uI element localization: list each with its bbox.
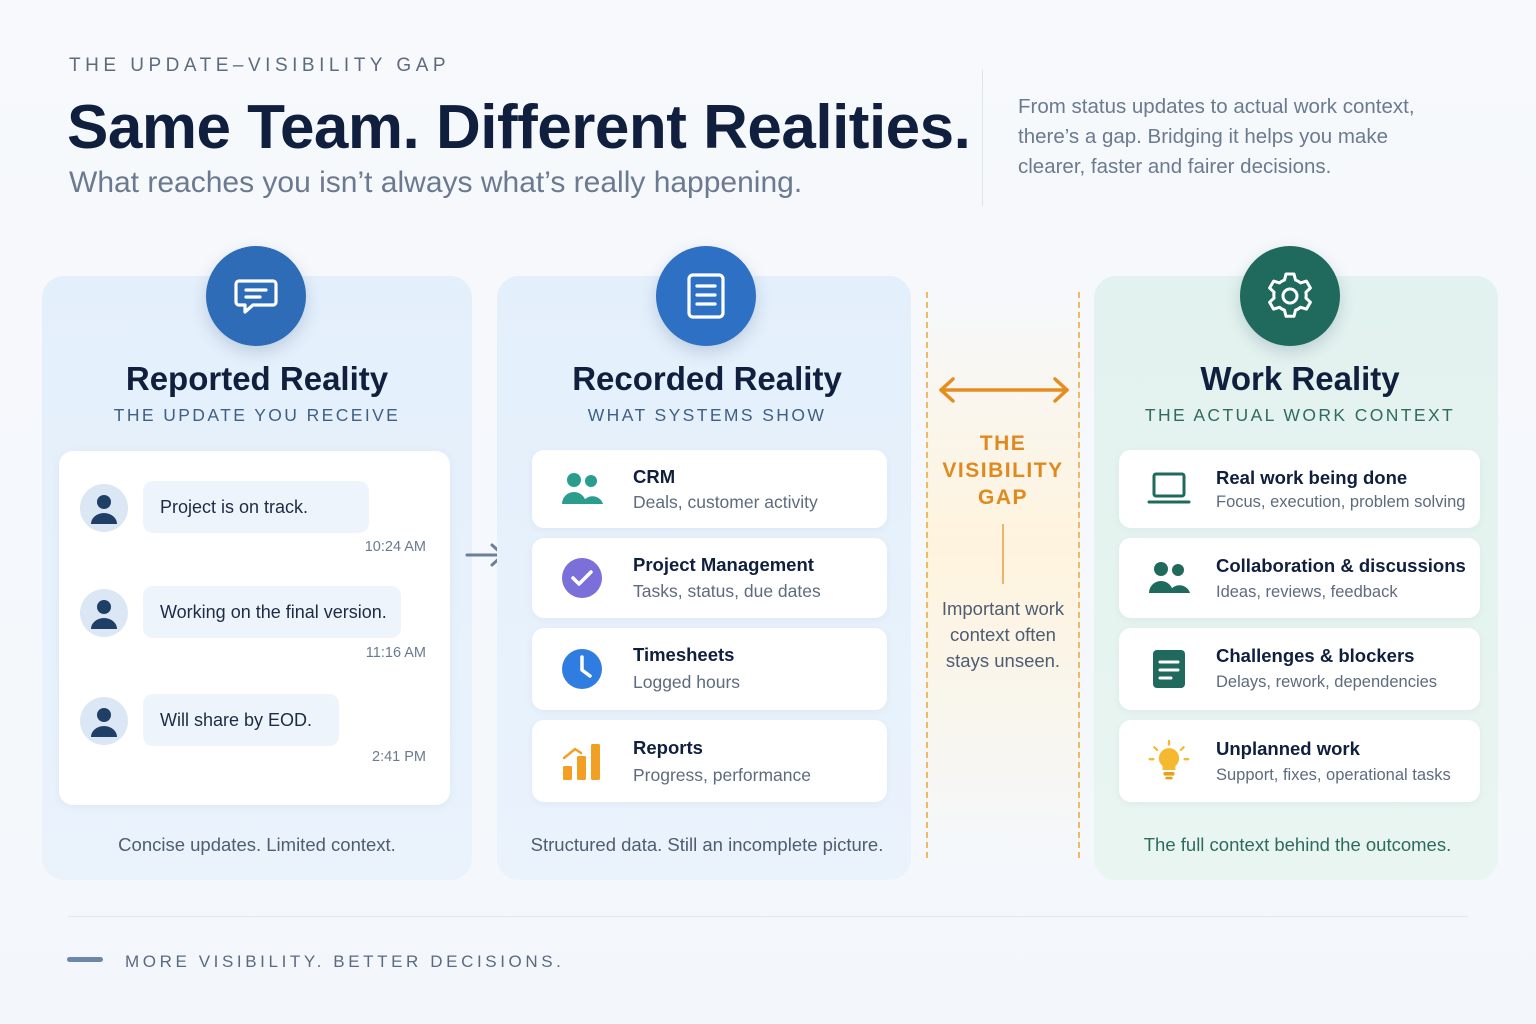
system-card-reports: Reports Progress, performance <box>532 720 887 802</box>
reported-caption: Concise updates. Limited context. <box>118 834 396 855</box>
work-card-title: Collaboration & discussions <box>1216 555 1466 576</box>
work-reality-title: Work Reality <box>1200 360 1400 397</box>
system-card-desc: Deals, customer activity <box>633 492 818 512</box>
avatar <box>80 697 128 745</box>
avatar <box>80 484 128 532</box>
work-card-desc: Focus, execution, problem solving <box>1216 493 1466 511</box>
list-document-icon <box>1147 647 1191 691</box>
gap-dashed-line-right <box>1078 292 1080 858</box>
bar-chart-icon <box>560 739 604 783</box>
work-card-unplanned: Unplanned work Support, fixes, operation… <box>1119 720 1480 802</box>
message-bubble: Working on the final version. <box>143 586 401 638</box>
laptop-icon <box>1147 467 1191 511</box>
system-card-desc: Logged hours <box>633 672 741 692</box>
intro-text: From status updates to actual work conte… <box>1018 95 1415 178</box>
reported-reality-title: Reported Reality <box>125 360 389 397</box>
page-title: Same Team. Different Realities. <box>67 93 971 162</box>
work-card-challenges: Challenges & blockers Delays, rework, de… <box>1119 628 1480 710</box>
double-arrow-icon <box>937 376 1071 409</box>
message-bubble: Project is on track. <box>143 481 369 533</box>
system-card-timesheets: Timesheets Logged hours <box>532 628 887 710</box>
system-card-desc: Tasks, status, due dates <box>633 581 821 601</box>
system-card-title: Reports <box>633 737 703 758</box>
reported-reality-subtitle: THE UPDATE YOU RECEIVE <box>113 405 401 425</box>
work-caption: The full context behind the outcomes. <box>1143 834 1452 855</box>
system-card-title: CRM <box>633 466 676 487</box>
message-time: 11:16 AM <box>365 645 426 661</box>
work-reality-subtitle: THE ACTUAL WORK CONTEXT <box>1144 405 1456 425</box>
system-card-title: Project Management <box>633 554 814 575</box>
gap-dashed-line-left <box>926 292 928 858</box>
message-time: 10:24 AM <box>364 539 426 555</box>
recorded-caption: Structured data. Still an incomplete pic… <box>530 834 884 855</box>
avatar <box>80 589 128 637</box>
footer-accent-bar <box>67 957 103 962</box>
system-card-title: Timesheets <box>633 644 735 665</box>
page-subtitle: What reaches you isn’t always what’s rea… <box>69 166 803 199</box>
visibility-gap-title: THE VISIBILITY GAP <box>926 430 1080 511</box>
message-bubble: Will share by EOD. <box>143 694 339 746</box>
chat-messages-box: Project is on track. 10:24 AM Working on… <box>59 451 450 805</box>
lightbulb-icon <box>1147 739 1191 783</box>
recorded-reality-title: Recorded Reality <box>572 360 842 397</box>
work-card-collaboration: Collaboration & discussions Ideas, revie… <box>1119 538 1480 618</box>
users-icon <box>560 467 604 511</box>
message-time: 2:41 PM <box>372 749 426 765</box>
work-card-desc: Support, fixes, operational tasks <box>1216 766 1451 784</box>
visibility-gap-text: Important work context often stays unsee… <box>941 598 1065 671</box>
system-card-project-management: Project Management Tasks, status, due da… <box>532 538 887 618</box>
chat-icon <box>206 246 306 346</box>
gap-title-line: THE <box>979 432 1027 455</box>
footer-tagline: MORE VISIBILITY. BETTER DECISIONS. <box>125 952 565 971</box>
gap-title-line: VISIBILITY <box>942 459 1064 482</box>
check-circle-icon <box>560 556 604 600</box>
users-icon <box>1147 556 1191 600</box>
gap-title-line: GAP <box>977 486 1028 509</box>
work-card-title: Real work being done <box>1216 467 1408 488</box>
system-card-desc: Progress, performance <box>633 765 811 785</box>
work-card-real-work: Real work being done Focus, execution, p… <box>1119 450 1480 528</box>
work-card-desc: Ideas, reviews, feedback <box>1216 583 1398 601</box>
gear-icon <box>1240 246 1340 346</box>
work-card-title: Challenges & blockers <box>1216 645 1415 666</box>
header-divider <box>982 70 983 206</box>
footer-divider <box>68 916 1468 917</box>
gap-connector-line <box>1002 524 1004 584</box>
clock-icon <box>560 647 604 691</box>
work-card-title: Unplanned work <box>1216 738 1360 759</box>
document-icon <box>656 246 756 346</box>
recorded-reality-subtitle: WHAT SYSTEMS SHOW <box>587 405 827 425</box>
system-card-crm: CRM Deals, customer activity <box>532 450 887 528</box>
eyebrow-label: THE UPDATE–VISIBILITY GAP <box>69 55 451 76</box>
work-card-desc: Delays, rework, dependencies <box>1216 673 1438 691</box>
